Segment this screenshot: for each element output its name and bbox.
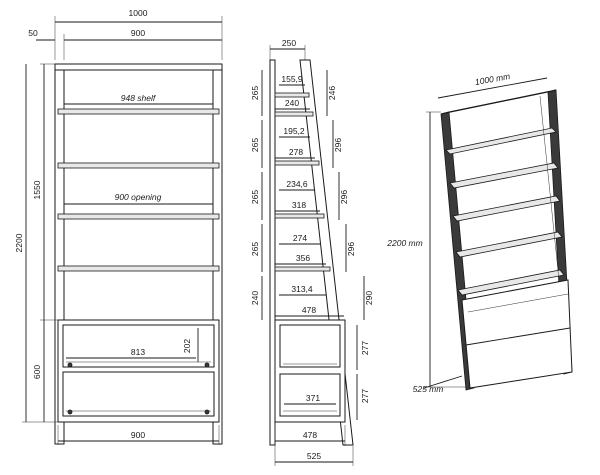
iso-shelf-5	[457, 269, 565, 296]
side-drawer-lower-height: 277	[360, 389, 370, 403]
front-drawer-bottom	[62, 371, 215, 417]
side-shelf-5-left-height: 240	[250, 291, 260, 305]
side-base-depth: 478	[303, 430, 317, 440]
front-opening-label: 900 opening	[115, 192, 162, 202]
side-shelf-3-opening: 318	[292, 200, 306, 210]
side-shelf-2-opening: 278	[289, 147, 303, 157]
side-shelf-4-depth: 274	[293, 233, 307, 243]
front-upper-height: 1550	[32, 180, 42, 199]
side-shelf-3-left-height: 265	[250, 190, 260, 204]
front-overall-width: 1000	[129, 8, 148, 18]
side-shelf-4-opening: 356	[296, 253, 310, 263]
side-shelf-3-depth: 234,6	[286, 179, 308, 189]
side-shelf-4-right-height: 296	[346, 242, 356, 256]
iso-view: 1000 mm 2200 mm 525 mm	[386, 71, 573, 394]
iso-shelf-2	[449, 162, 559, 189]
front-shelf-4	[57, 265, 220, 272]
side-back-post	[269, 59, 276, 446]
iso-shelf-3	[452, 195, 561, 222]
iso-shelf-4	[455, 231, 563, 258]
side-shelf-1-depth: 155,9	[281, 74, 303, 84]
iso-depth-label: 525 mm	[413, 384, 444, 394]
side-shelf-1-right-height: 246	[327, 86, 337, 100]
side-top-depth: 250	[282, 38, 296, 48]
side-shelf-2-left-height: 265	[250, 138, 260, 152]
iso-cabinet	[461, 279, 573, 389]
side-drawer-upper	[279, 324, 341, 368]
side-shelf-5-depth: 313,4	[291, 284, 313, 294]
front-inset-offset: 50	[28, 28, 38, 38]
front-shelf-1	[57, 108, 220, 115]
front-view: 1000 50 900 948 shelf 900 opening 813	[14, 8, 223, 445]
iso-height-label: 2200 mm	[386, 238, 422, 248]
side-view: 250 155,9 240 265 246 195,2 278 265 296 …	[250, 38, 374, 466]
side-shelf-4-left-height: 265	[250, 242, 260, 256]
front-total-height: 2200	[14, 233, 24, 252]
front-shelf-3	[57, 213, 220, 220]
front-cabinet-height: 600	[32, 365, 42, 379]
side-drawer-inner-depth: 371	[306, 393, 320, 403]
side-shelf-5-right-height: 290	[364, 291, 374, 305]
front-top-rail	[54, 63, 223, 71]
side-shelf-2-depth: 195,2	[283, 126, 305, 136]
side-shelf-1-opening: 240	[285, 98, 299, 108]
iso-width-label: 1000 mm	[474, 71, 511, 87]
side-drawer-lower	[279, 373, 341, 417]
front-drawer-top	[62, 324, 215, 368]
side-shelf-1-left-height: 265	[250, 86, 260, 100]
side-shelf-2-right-height: 296	[333, 138, 343, 152]
front-shelf-label: 948 shelf	[121, 93, 157, 103]
side-overall-depth: 525	[307, 451, 321, 461]
iso-shelf-1	[445, 127, 557, 155]
side-shelf-3-right-height: 296	[339, 190, 349, 204]
front-inner-width-top: 900	[131, 28, 145, 38]
front-bottom-width: 900	[131, 430, 145, 440]
front-drawer-width: 813	[131, 347, 145, 357]
side-shelf-5-opening: 478	[302, 305, 316, 315]
side-drawer-upper-height: 277	[360, 341, 370, 355]
front-drawer-height: 202	[182, 339, 192, 353]
front-shelf-2	[57, 162, 220, 169]
